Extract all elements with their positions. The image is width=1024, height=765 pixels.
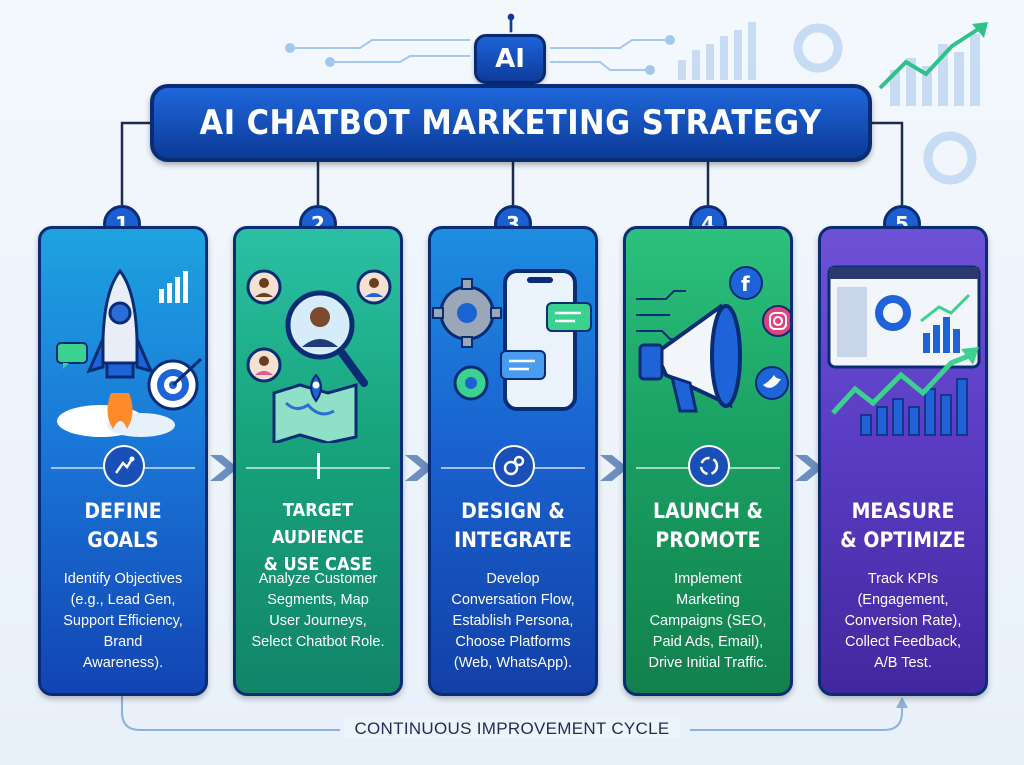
step-title-line: DESIGN &	[461, 499, 565, 523]
desc-line: User Journeys,	[269, 613, 367, 629]
svg-text:f: f	[741, 272, 750, 296]
connector-tick	[298, 445, 340, 487]
desc-line: Collect Feedback,	[844, 634, 962, 650]
desc-line: Paid Ads, Email),	[652, 634, 764, 650]
rocket-icon	[86, 268, 154, 429]
desc-line: Conversion Rate),	[844, 613, 962, 629]
desc-line: Brand	[103, 634, 143, 650]
instagram-icon	[762, 305, 790, 337]
ai-badge-text: AI	[495, 44, 525, 74]
target-icon	[147, 357, 203, 411]
desc-line: Select Chatbot Role.	[251, 634, 385, 650]
chat-icon	[56, 342, 88, 369]
desc-line: Choose Platforms	[455, 634, 571, 650]
step-card-design-integrate: DESIGN & INTEGRATE Develop Conversation …	[428, 226, 598, 696]
step-title-line: GOALS	[87, 528, 159, 552]
background-donut-icon	[793, 23, 843, 73]
step-card-define-goals: DEFINE GOALS Identify Objectives (e.g., …	[38, 226, 208, 696]
desc-line: Drive Initial Traffic.	[648, 655, 768, 671]
page-title: AI CHATBOT MARKETING STRATEGY	[199, 103, 822, 143]
step-title: DEFINE GOALS	[53, 497, 193, 555]
step-description: Analyze Customer Segments, Map User Jour…	[242, 569, 394, 653]
desc-line: (Engagement,	[857, 592, 949, 608]
step-title: TARGET AUDIENCE & USE CASE	[248, 497, 388, 578]
step-card-measure-optimize: MEASURE & OPTIMIZE Track KPIs (Engagemen…	[818, 226, 988, 696]
step-title-line: MEASURE	[851, 499, 955, 523]
step-card-target-audience: TARGET AUDIENCE & USE CASE Analyze Custo…	[233, 226, 403, 696]
title-banner: AI CHATBOT MARKETING STRATEGY	[150, 84, 872, 162]
desc-line: Awareness).	[82, 655, 164, 671]
ai-badge: AI	[474, 34, 546, 84]
measure-illustration	[827, 265, 981, 436]
desc-line: Identify Objectives	[63, 571, 183, 587]
step-title: MEASURE & OPTIMIZE	[833, 497, 973, 555]
step-title-line: DEFINE	[84, 499, 162, 523]
step-title-line: PROMOTE	[655, 528, 761, 552]
desc-line: Analyze Customer	[258, 571, 378, 587]
circuit-decoration	[285, 35, 675, 75]
rocket-illustration	[56, 268, 203, 437]
facebook-icon: f	[729, 266, 763, 300]
step-card-launch-promote: f LAUNCH & PROMOTE Implement Marketing C…	[623, 226, 793, 696]
step-title: DESIGN & INTEGRATE	[443, 497, 583, 555]
desc-line: Develop	[486, 571, 540, 587]
twitter-icon	[755, 366, 789, 400]
step-description: Identify Objectives (e.g., Lead Gen, Sup…	[47, 569, 199, 674]
chat-icon	[500, 302, 592, 380]
gear-icon	[432, 278, 502, 401]
step-title-line: INTEGRATE	[454, 528, 572, 552]
growth-chart-icon	[831, 347, 979, 436]
desc-line: Track KPIs	[867, 571, 939, 587]
strategy-icon	[103, 445, 145, 487]
desc-line: (Web, WhatsApp).	[453, 655, 573, 671]
magnifier-icon	[285, 290, 368, 387]
gears-icon	[493, 445, 535, 487]
desc-line: Implement	[674, 571, 742, 587]
design-illustration	[432, 269, 592, 411]
megaphone-icon	[638, 303, 742, 413]
step-title-line: TARGET AUDIENCE	[271, 500, 365, 548]
desc-line: Campaigns (SEO,	[649, 613, 767, 629]
audience-illustration	[246, 269, 392, 443]
background-growth-chart-icon	[878, 22, 988, 106]
desc-line: Marketing	[676, 592, 740, 608]
step-description: Develop Conversation Flow, Establish Per…	[437, 569, 589, 674]
step-title-line: LAUNCH &	[652, 499, 763, 523]
launch-illustration: f	[636, 266, 790, 413]
circuit-decoration	[636, 290, 686, 340]
desc-line: Segments, Map	[267, 592, 369, 608]
desc-line: Support Efficiency,	[63, 613, 183, 629]
pin-icon	[310, 373, 322, 403]
cycle-label: CONTINUOUS IMPROVEMENT CYCLE	[0, 719, 1024, 739]
step-title-line: & USE CASE	[263, 554, 373, 575]
desc-line: Conversation Flow,	[451, 592, 575, 608]
step-title: LAUNCH & PROMOTE	[638, 497, 778, 555]
cycle-label-text: CONTINUOUS IMPROVEMENT CYCLE	[344, 719, 680, 738]
background-bar-chart-icon	[678, 22, 756, 80]
antenna-icon	[507, 13, 515, 33]
users-icon	[246, 269, 392, 383]
desc-line: Establish Persona,	[452, 613, 574, 629]
step-description: Track KPIs (Engagement, Conversion Rate)…	[827, 569, 979, 674]
refresh-icon	[688, 445, 730, 487]
background-donut-icon-2	[923, 131, 977, 185]
bar-chart-icon	[159, 271, 188, 303]
step-title-line: & OPTIMIZE	[840, 528, 966, 552]
desc-line: (e.g., Lead Gen,	[70, 592, 176, 608]
step-description: Implement Marketing Campaigns (SEO, Paid…	[632, 569, 784, 674]
desc-line: A/B Test.	[874, 655, 932, 671]
phone-icon	[503, 269, 577, 411]
map-icon	[272, 383, 358, 443]
dashboard-icon	[827, 265, 981, 369]
